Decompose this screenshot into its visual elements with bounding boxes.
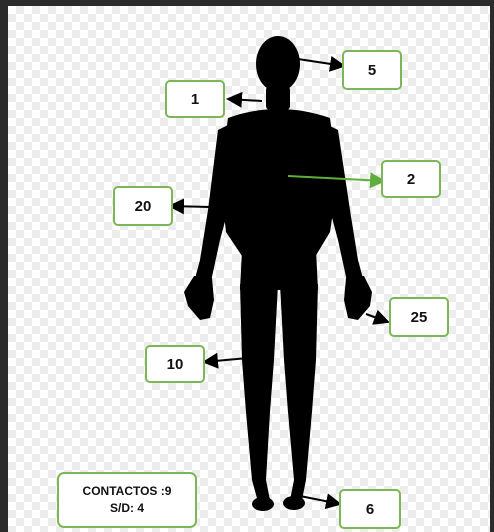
label-thigh-value: 10 (167, 356, 184, 373)
arrow-foot-6 (300, 496, 340, 504)
label-neck: 1 (165, 80, 225, 118)
label-neck-value: 1 (191, 91, 199, 108)
label-foot-value: 6 (366, 501, 374, 518)
label-chest-value: 2 (407, 171, 415, 188)
label-right-arm: 20 (113, 186, 173, 226)
arrow-hand-25 (366, 314, 388, 322)
label-thigh: 10 (145, 345, 205, 383)
arrow-neck-1 (228, 99, 262, 101)
arrow-thigh-10 (204, 358, 248, 362)
arrow-arm-20 (170, 206, 210, 207)
label-chest: 2 (381, 160, 441, 198)
sd-count: S/D: 4 (110, 500, 144, 517)
arrow-head-5 (298, 59, 344, 66)
label-left-hand: 25 (389, 297, 449, 337)
label-head-value: 5 (368, 62, 376, 79)
label-right-arm-value: 20 (135, 198, 152, 215)
label-head: 5 (342, 50, 402, 90)
contacts-count: CONTACTOS :9 (83, 483, 172, 500)
summary-box: CONTACTOS :9 S/D: 4 (57, 472, 197, 528)
label-left-hand-value: 25 (411, 309, 428, 326)
label-foot: 6 (339, 489, 401, 529)
